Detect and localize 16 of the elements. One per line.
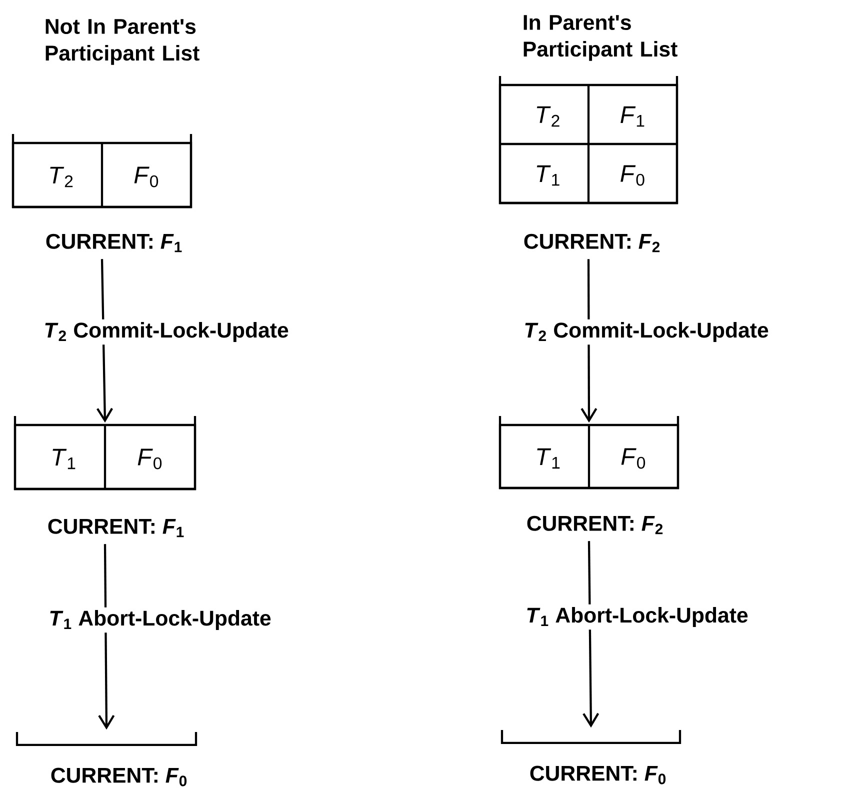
empty-stack bbox=[16, 732, 198, 746]
state-label: CURRENT: F$_{2}$ bbox=[527, 516, 663, 534]
edge-label: T$_{2}$ Commit-Lock-Update bbox=[521, 319, 772, 345]
state-label: CURRENT: F$_{0}$ bbox=[530, 766, 666, 784]
column-heading: In Parent's Participant List bbox=[524, 15, 678, 61]
edge-label: T$_{1}$ Abort-Lock-Update bbox=[46, 607, 274, 633]
state-label: CURRENT: F$_{0}$ bbox=[51, 768, 187, 786]
state-label: CURRENT: F$_{1}$ bbox=[46, 234, 182, 252]
state-label: CURRENT: F$_{2}$ bbox=[524, 234, 660, 252]
column-heading: Not In Parent's Participant List bbox=[46, 19, 200, 65]
edge-label: T$_{2}$ Commit-Lock-Update bbox=[41, 319, 292, 345]
arrow bbox=[98, 544, 115, 730]
arrow bbox=[582, 541, 600, 728]
empty-stack bbox=[500, 730, 682, 744]
state-label: CURRENT: F$_{1}$ bbox=[48, 518, 184, 538]
edge-label: T$_{1}$ Abort-Lock-Update bbox=[523, 604, 751, 630]
